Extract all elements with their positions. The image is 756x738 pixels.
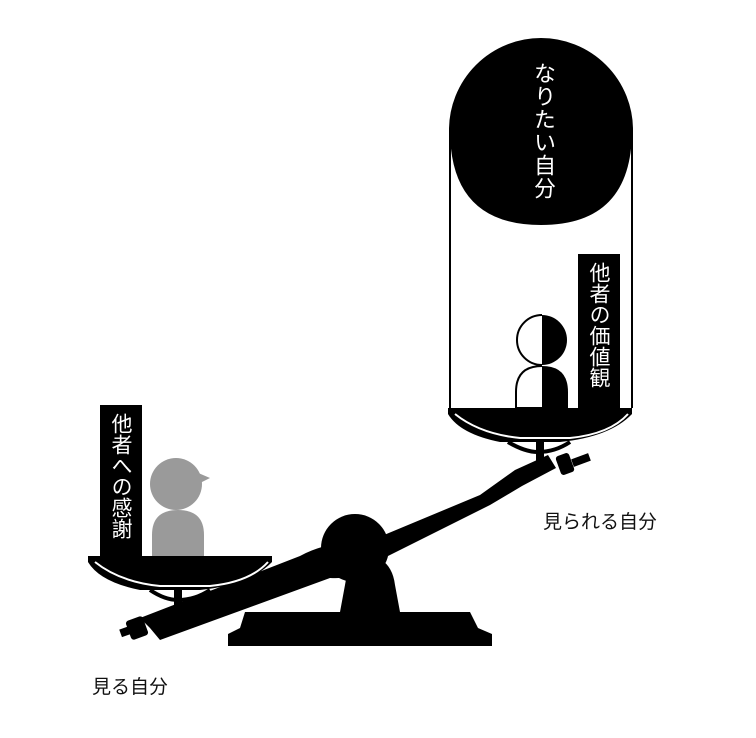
others-values-label: 他者の価値観 (587, 262, 611, 388)
right-pan (448, 408, 632, 464)
seeing-self-label: 見る自分 (92, 676, 169, 698)
ideal-self-label: なりたい自分 (530, 62, 555, 200)
ideal-self-circle (450, 39, 632, 225)
others-values-label-box (578, 254, 620, 409)
left-pan (88, 556, 272, 618)
gratitude-label: 他者への感謝 (109, 413, 133, 539)
seen-self-label: 見られる自分 (543, 511, 658, 533)
person-half-icon (515, 314, 568, 409)
gratitude-label-box (100, 405, 142, 557)
person-gray-icon (150, 458, 210, 556)
scale-beam (119, 453, 591, 640)
